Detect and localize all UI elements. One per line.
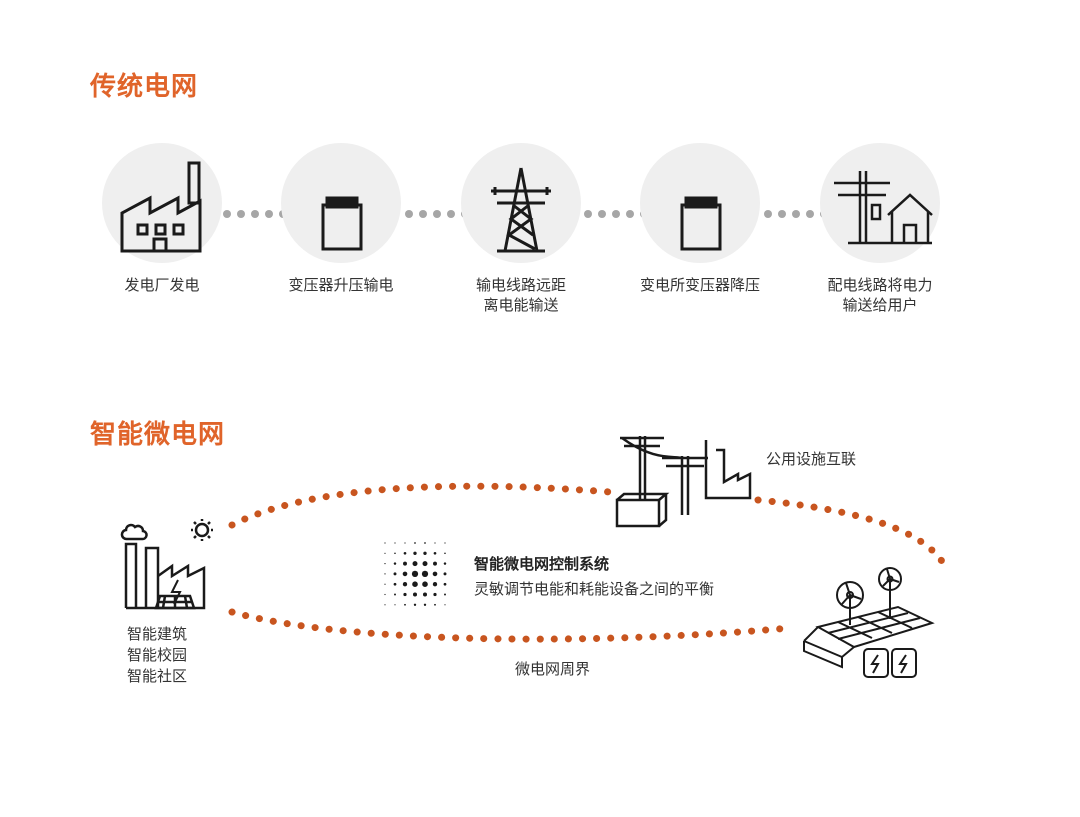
matrix-dot <box>393 582 397 586</box>
step-label: 变电所变压器降压 <box>639 276 760 294</box>
matrix-dot <box>432 571 438 577</box>
pole-house-icon <box>834 171 933 245</box>
matrix-dot <box>384 573 386 575</box>
substation-transformer-icon <box>680 196 722 251</box>
matrix-dot <box>393 572 397 576</box>
matrix-dot <box>412 561 418 567</box>
matrix-dot <box>444 604 446 606</box>
microgrid-perimeter-label: 微电网周界 <box>515 660 591 678</box>
matrix-dot <box>423 551 427 555</box>
utility-poles-factory-icon <box>615 436 752 528</box>
matrix-dot <box>402 582 408 587</box>
matrix-dot <box>404 603 406 606</box>
step-transmission-line: 输电线路远距 离电能输送 <box>446 143 596 315</box>
microgrid-title: 智能微电网 <box>90 420 226 450</box>
matrix-dot <box>384 593 386 596</box>
step-circle <box>820 143 940 263</box>
control-system-subtitle: 灵敏调节电能和耗能设备之间的平衡 <box>474 580 715 598</box>
step-step-down-substation: 变电所变压器降压 <box>625 143 775 295</box>
step-label: 发电厂发电 <box>124 276 200 294</box>
matrix-dot <box>443 572 447 576</box>
step-label: 变压器升压输电 <box>288 276 394 294</box>
matrix-dot <box>384 604 386 606</box>
step-label: 输电线路远距 离电能输送 <box>475 276 566 314</box>
utility-interconnect-label: 公用设施互联 <box>766 450 857 468</box>
matrix-dot <box>433 592 437 597</box>
matrix-dot <box>413 603 417 606</box>
matrix-dot <box>412 592 418 597</box>
matrix-dot <box>424 542 426 544</box>
dot-matrix-icon <box>384 542 447 606</box>
matrix-dot <box>433 551 437 555</box>
factory-icon <box>120 161 202 253</box>
traditional-grid-title: 传统电网 <box>90 72 199 102</box>
matrix-dot <box>394 552 396 555</box>
matrix-dot <box>414 542 416 544</box>
matrix-dot <box>423 603 427 606</box>
matrix-dot <box>402 571 408 577</box>
step-circle <box>281 143 401 263</box>
matrix-dot <box>384 552 386 554</box>
matrix-dot <box>443 562 447 565</box>
matrix-dot <box>384 542 386 544</box>
step-circle <box>461 143 581 263</box>
matrix-dot <box>403 592 407 597</box>
step-label: 配电线路将电力 输送给用户 <box>827 276 933 314</box>
step-power-plant: 发电厂发电 <box>87 143 237 295</box>
matrix-dot <box>434 542 436 544</box>
matrix-dot <box>394 593 396 596</box>
transformer-icon <box>321 196 363 251</box>
smart-building-solar-icon <box>120 519 213 610</box>
matrix-dot <box>432 582 438 587</box>
smart-communities-label: 智能建筑 智能校园 智能社区 <box>127 625 188 685</box>
matrix-dot <box>393 562 397 565</box>
matrix-dot <box>422 581 428 587</box>
matrix-dot <box>403 551 407 555</box>
solar-wind-storage-icon <box>803 567 935 678</box>
step-distribution: 配电线路将电力 输送给用户 <box>805 143 955 315</box>
matrix-dot <box>444 542 446 544</box>
matrix-dot <box>434 603 436 606</box>
matrix-dot <box>433 561 437 566</box>
matrix-dot <box>422 561 428 567</box>
matrix-dot <box>384 583 386 585</box>
matrix-dot <box>403 561 407 566</box>
matrix-dot <box>411 570 419 578</box>
matrix-dot <box>394 542 396 544</box>
matrix-dot <box>413 551 417 555</box>
step-circle <box>102 143 222 263</box>
matrix-dot <box>444 593 446 596</box>
step-step-up-transformer: 变压器升压输电 <box>266 143 416 295</box>
matrix-dot <box>422 592 428 597</box>
matrix-dot <box>384 563 386 565</box>
matrix-dot <box>421 570 429 578</box>
matrix-dot <box>394 604 396 606</box>
transmission-tower-icon <box>491 167 551 253</box>
control-system-title: 智能微电网控制系统 <box>474 555 610 573</box>
step-circle <box>640 143 760 263</box>
matrix-dot <box>412 581 418 587</box>
matrix-dot <box>444 552 446 555</box>
matrix-dot <box>404 542 406 544</box>
matrix-dot <box>443 582 447 586</box>
